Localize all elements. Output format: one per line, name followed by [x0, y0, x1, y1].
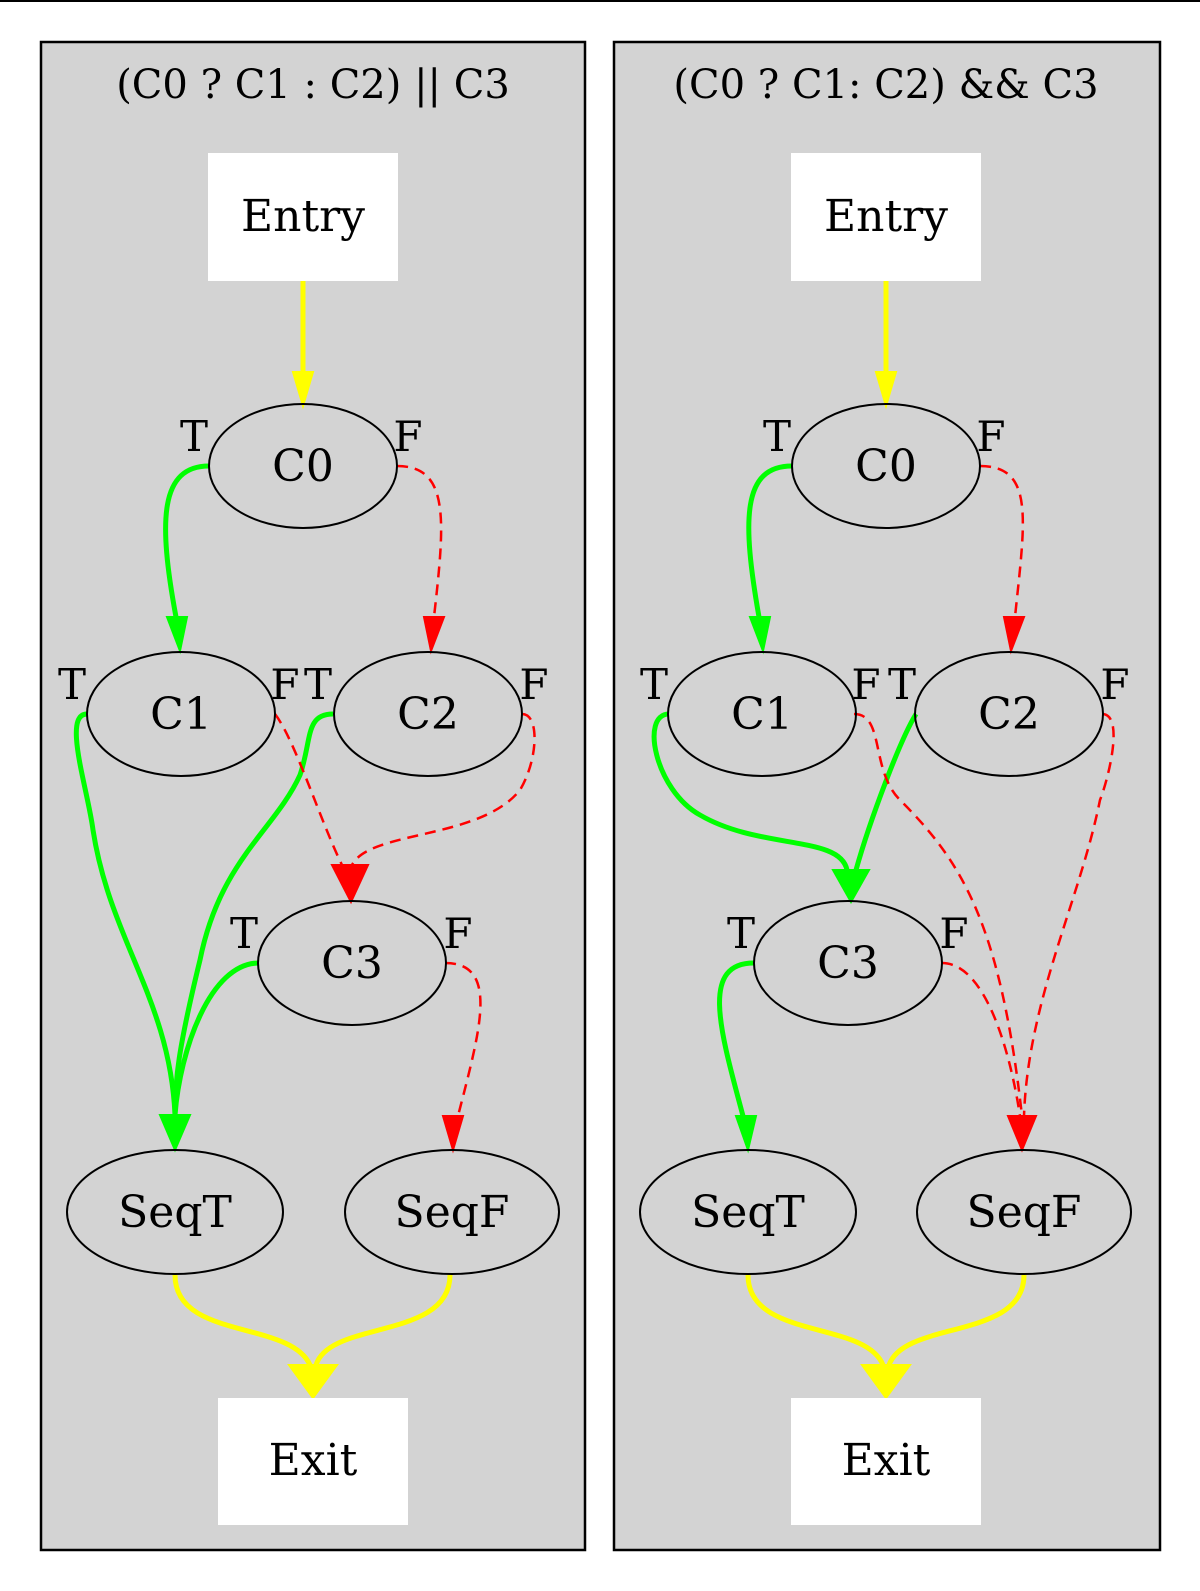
port-c2-true: T [888, 660, 916, 709]
entry-node [791, 153, 981, 281]
node-c0-label: C0 [855, 441, 917, 492]
arrowhead-entry-c0 [291, 371, 315, 410]
node-seqf [916, 1149, 1132, 1275]
port-c3-true: T [727, 909, 755, 958]
port-c0-false: F [976, 412, 1005, 461]
node-seqf-label: SeqF [967, 1187, 1082, 1238]
node-c2-label: C2 [397, 689, 459, 740]
edge-c2-false-c3 [350, 712, 536, 866]
arrowhead-c3-seqf [441, 1115, 465, 1154]
edge-seqf-exit [313, 1274, 453, 1366]
port-c0-true: T [763, 412, 791, 461]
arrowhead-to-c3 [330, 864, 370, 905]
port-c1-false: F [851, 660, 880, 709]
port-c3-true: T [230, 909, 258, 958]
node-c3 [257, 900, 447, 1026]
port-c2-false: F [1100, 660, 1129, 709]
edge-c3-false-seqf [941, 961, 1022, 1117]
node-c2-label: C2 [978, 689, 1040, 740]
port-c0-false: F [393, 412, 422, 461]
port-c2-true: T [304, 660, 332, 709]
arrowhead-to-seqt [158, 1114, 192, 1153]
node-seqt [66, 1149, 284, 1275]
port-c1-false: F [270, 660, 299, 709]
cluster-left: (C0 ? C1 : C2) || C3 Entry C0 T F C1 T F [39, 40, 587, 1552]
arrowhead-c0-c1 [165, 616, 189, 655]
exit-node [218, 1398, 408, 1525]
entry-label: Entry [824, 191, 948, 242]
arrowhead-to-exit [860, 1364, 912, 1400]
node-c3 [753, 900, 943, 1026]
entry-label: Entry [241, 191, 365, 242]
arrowhead-c0-c1 [748, 616, 772, 655]
node-c0 [208, 403, 398, 529]
node-c0 [791, 403, 981, 529]
edge-c1-false-seqf [853, 712, 1024, 1117]
arrowhead-c3-seqt [734, 1115, 758, 1154]
edge-c1-true-c3 [651, 711, 850, 871]
node-c3-label: C3 [817, 938, 879, 989]
entry-node [208, 153, 398, 281]
cluster-right: (C0 ? C1: C2) && C3 Entry C0 T F C1 T F [612, 40, 1162, 1552]
node-seqt-label: SeqT [118, 1187, 232, 1238]
node-c2 [914, 651, 1104, 777]
exit-label: Exit [842, 1435, 931, 1486]
edge-c0-true-c1 [163, 463, 210, 618]
arrowhead-to-c3 [831, 869, 871, 905]
node-c1 [86, 651, 276, 777]
arrowhead-c0-c2 [422, 616, 446, 655]
node-c0-label: C0 [272, 441, 334, 492]
port-c3-false: F [443, 909, 472, 958]
node-c3-label: C3 [321, 938, 383, 989]
node-seqf-label: SeqF [395, 1187, 510, 1238]
edge-seqt-exit [745, 1274, 886, 1367]
arrowhead-to-seqf [1006, 1115, 1038, 1153]
arrowhead-c0-c2 [1002, 616, 1026, 655]
edge-c3-true-seqt [717, 960, 755, 1117]
edge-c0-false-c2 [979, 464, 1025, 618]
node-c1-label: C1 [150, 689, 212, 740]
port-c1-true: T [640, 660, 668, 709]
node-seqt-label: SeqT [691, 1187, 805, 1238]
edge-c2-true-seqt [172, 711, 334, 1116]
edge-c0-false-c2 [396, 464, 443, 618]
exit-node [791, 1398, 981, 1525]
cluster-right-title: (C0 ? C1: C2) && C3 [673, 62, 1098, 108]
port-c3-false: F [939, 909, 968, 958]
edge-seqt-exit [172, 1274, 313, 1367]
edge-c1-false-c3 [274, 713, 344, 866]
node-c1 [667, 651, 857, 777]
edge-c1-true-seqt [73, 711, 178, 1116]
arrowhead-entry-c0 [874, 371, 898, 410]
edge-c0-true-c1 [746, 463, 793, 618]
node-seqt [639, 1149, 857, 1275]
port-c2-false: F [519, 660, 548, 709]
cluster-left-title: (C0 ? C1 : C2) || C3 [116, 62, 510, 108]
node-c2 [333, 651, 523, 777]
exit-label: Exit [269, 1435, 358, 1486]
port-c1-true: T [58, 660, 86, 709]
arrowhead-to-exit [287, 1364, 339, 1400]
port-c0-true: T [180, 412, 208, 461]
node-seqf [344, 1149, 560, 1275]
edge-c2-true-c3 [853, 712, 919, 871]
node-c1-label: C1 [731, 689, 793, 740]
edge-c3-false-seqf [444, 961, 482, 1117]
edge-seqf-exit [886, 1274, 1027, 1367]
edge-c3-true-seqt [172, 960, 260, 1116]
